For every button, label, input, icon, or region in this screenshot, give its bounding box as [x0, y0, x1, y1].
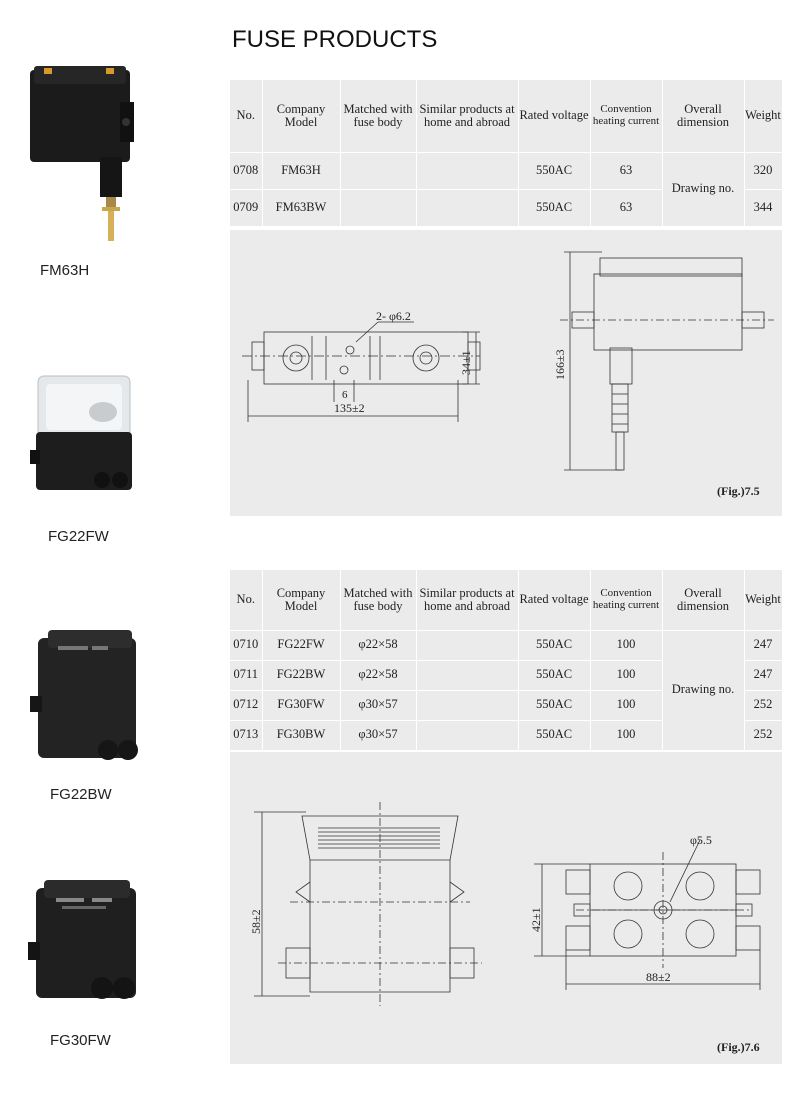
cell-no: 0711 — [230, 660, 263, 691]
table-row: 0709 FM63BW 550AC 63 344 — [230, 189, 783, 227]
cell-matched: φ22×58 — [340, 630, 417, 661]
cell-voltage: 550AC — [518, 720, 591, 751]
table-row: 0711 FG22BW φ22×58 550AC 100 247 — [230, 660, 783, 691]
figure-label: (Fig.)7.5 — [717, 484, 760, 498]
cell-matched: φ22×58 — [340, 660, 417, 691]
cell-drawing-no: Drawing no. — [662, 152, 745, 227]
table-row: 0712 FG30FW φ30×57 550AC 100 252 — [230, 690, 783, 721]
drawing-panel-1 — [230, 230, 782, 516]
fg30fw-product-image — [28, 880, 136, 999]
cell-model: FG22BW — [262, 660, 341, 691]
col-header-similar: Similar products at home and abroad — [416, 570, 519, 631]
cell-current: 63 — [590, 189, 663, 227]
cell-current: 100 — [590, 660, 663, 691]
cell-voltage: 550AC — [518, 660, 591, 691]
product-label: FG22FW — [48, 528, 109, 545]
col-header-overall: Overall dimension — [662, 80, 745, 153]
cell-no: 0713 — [230, 720, 263, 751]
cell-similar — [416, 152, 519, 190]
spec-table-1: No. Company Model Matched with fuse body… — [230, 80, 783, 227]
table-row: 0713 FG30BW φ30×57 550AC 100 252 — [230, 720, 783, 751]
cell-voltage: 550AC — [518, 690, 591, 721]
col-header-no: No. — [230, 80, 263, 153]
col-header-no: No. — [230, 570, 263, 631]
col-header-convention: Convention heating current — [590, 570, 663, 631]
drawing-panel-2 — [230, 752, 782, 1064]
col-header-company-model: Company Model — [262, 80, 341, 153]
fig1-dim-width: 135±2 — [334, 401, 365, 415]
cell-current: 100 — [590, 720, 663, 751]
cell-weight: 252 — [744, 720, 783, 751]
cell-similar — [416, 720, 519, 751]
fg22fw-product-image — [30, 375, 132, 490]
product-label: FG30FW — [50, 1032, 111, 1049]
col-header-convention: Convention heating current — [590, 80, 663, 153]
cell-matched — [340, 152, 417, 190]
cell-no: 0708 — [230, 152, 263, 190]
cell-similar — [416, 189, 519, 227]
cell-voltage: 550AC — [518, 189, 591, 227]
cell-weight: 320 — [744, 152, 783, 190]
col-header-rated-voltage: Rated voltage — [518, 570, 591, 631]
cell-model: FG22FW — [262, 630, 341, 661]
fig1-dim-small: 6 — [342, 389, 348, 401]
cell-similar — [416, 690, 519, 721]
figure-label: (Fig.)7.6 — [717, 1040, 760, 1054]
col-header-weight: Weight — [744, 570, 783, 631]
cell-matched — [340, 189, 417, 227]
fig2-dim-hole: φ5.5 — [690, 833, 712, 847]
fig2-dim-width: 88±2 — [646, 970, 671, 984]
cell-matched: φ30×57 — [340, 690, 417, 721]
page-title: FUSE PRODUCTS — [232, 26, 438, 53]
cell-no: 0709 — [230, 189, 263, 227]
cell-voltage: 550AC — [518, 152, 591, 190]
cell-model: FG30FW — [262, 690, 341, 721]
product-label: FG22BW — [50, 786, 112, 803]
product-label: FM63H — [40, 262, 90, 279]
col-header-matched-body: Matched with fuse body — [340, 80, 417, 153]
technical-drawing-fig-7-6: 58±2 φ5.5 42±1 88±2 — [249, 802, 761, 1006]
cell-no: 0710 — [230, 630, 263, 661]
col-header-company-model: Company Model — [262, 570, 341, 631]
cell-weight: 344 — [744, 189, 783, 227]
col-header-similar: Similar products at home and abroad — [416, 80, 519, 153]
cell-drawing-no: Drawing no. — [662, 630, 745, 751]
spec-table-2: No. Company Model Matched with fuse body… — [230, 570, 783, 751]
technical-drawing-fig-7-5: 2- φ6.2 34±1 6 135±2 166±3 — [242, 251, 774, 471]
col-header-overall: Overall dimension — [662, 570, 745, 631]
cell-no: 0712 — [230, 690, 263, 721]
cell-weight: 247 — [744, 660, 783, 691]
cell-weight: 247 — [744, 630, 783, 661]
table-row: 0708 FM63H 550AC 63 Drawing no. 320 — [230, 152, 783, 227]
fig2-dim-height2: 42±1 — [529, 907, 543, 932]
cell-current: 100 — [590, 690, 663, 721]
fg22bw-product-image — [30, 630, 138, 760]
col-header-rated-voltage: Rated voltage — [518, 80, 591, 153]
cell-voltage: 550AC — [518, 630, 591, 661]
table-row: 0710 FG22FW φ22×58 550AC 100 Drawing no.… — [230, 630, 783, 751]
col-header-matched-body: Matched with fuse body — [340, 570, 417, 631]
fm63h-product-image — [30, 66, 134, 241]
cell-model: FM63BW — [262, 189, 341, 227]
cell-current: 100 — [590, 630, 663, 661]
cell-current: 63 — [590, 152, 663, 190]
cell-model: FM63H — [262, 152, 341, 190]
cell-similar — [416, 660, 519, 691]
fig1-dim-tall: 166±3 — [553, 349, 567, 380]
cell-similar — [416, 630, 519, 661]
fig2-dim-height: 58±2 — [249, 909, 263, 934]
cell-matched: φ30×57 — [340, 720, 417, 751]
fig1-dim-height: 34±1 — [459, 350, 473, 375]
fig1-dim-hole: 2- φ6.2 — [376, 309, 411, 323]
cell-weight: 252 — [744, 690, 783, 721]
cell-model: FG30BW — [262, 720, 341, 751]
col-header-weight: Weight — [744, 80, 783, 153]
